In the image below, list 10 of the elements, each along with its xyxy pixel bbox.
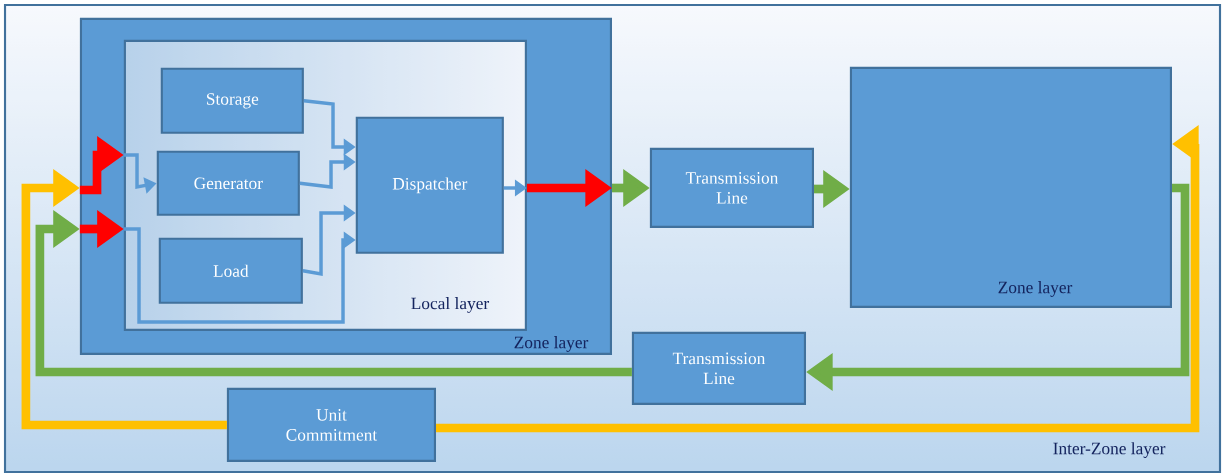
process-box: Transmission Line xyxy=(649,147,814,228)
process-box: Transmission Line xyxy=(631,331,806,405)
process-box: Dispatcher xyxy=(355,116,504,254)
process-box: Unit Commitment xyxy=(226,387,436,462)
process-box: Generator xyxy=(156,150,300,216)
layer-panel: Zone layer xyxy=(849,66,1172,308)
arrow xyxy=(21,169,227,430)
arrow xyxy=(35,210,632,377)
process-box: Load xyxy=(158,237,303,304)
process-box: Storage xyxy=(160,67,304,134)
